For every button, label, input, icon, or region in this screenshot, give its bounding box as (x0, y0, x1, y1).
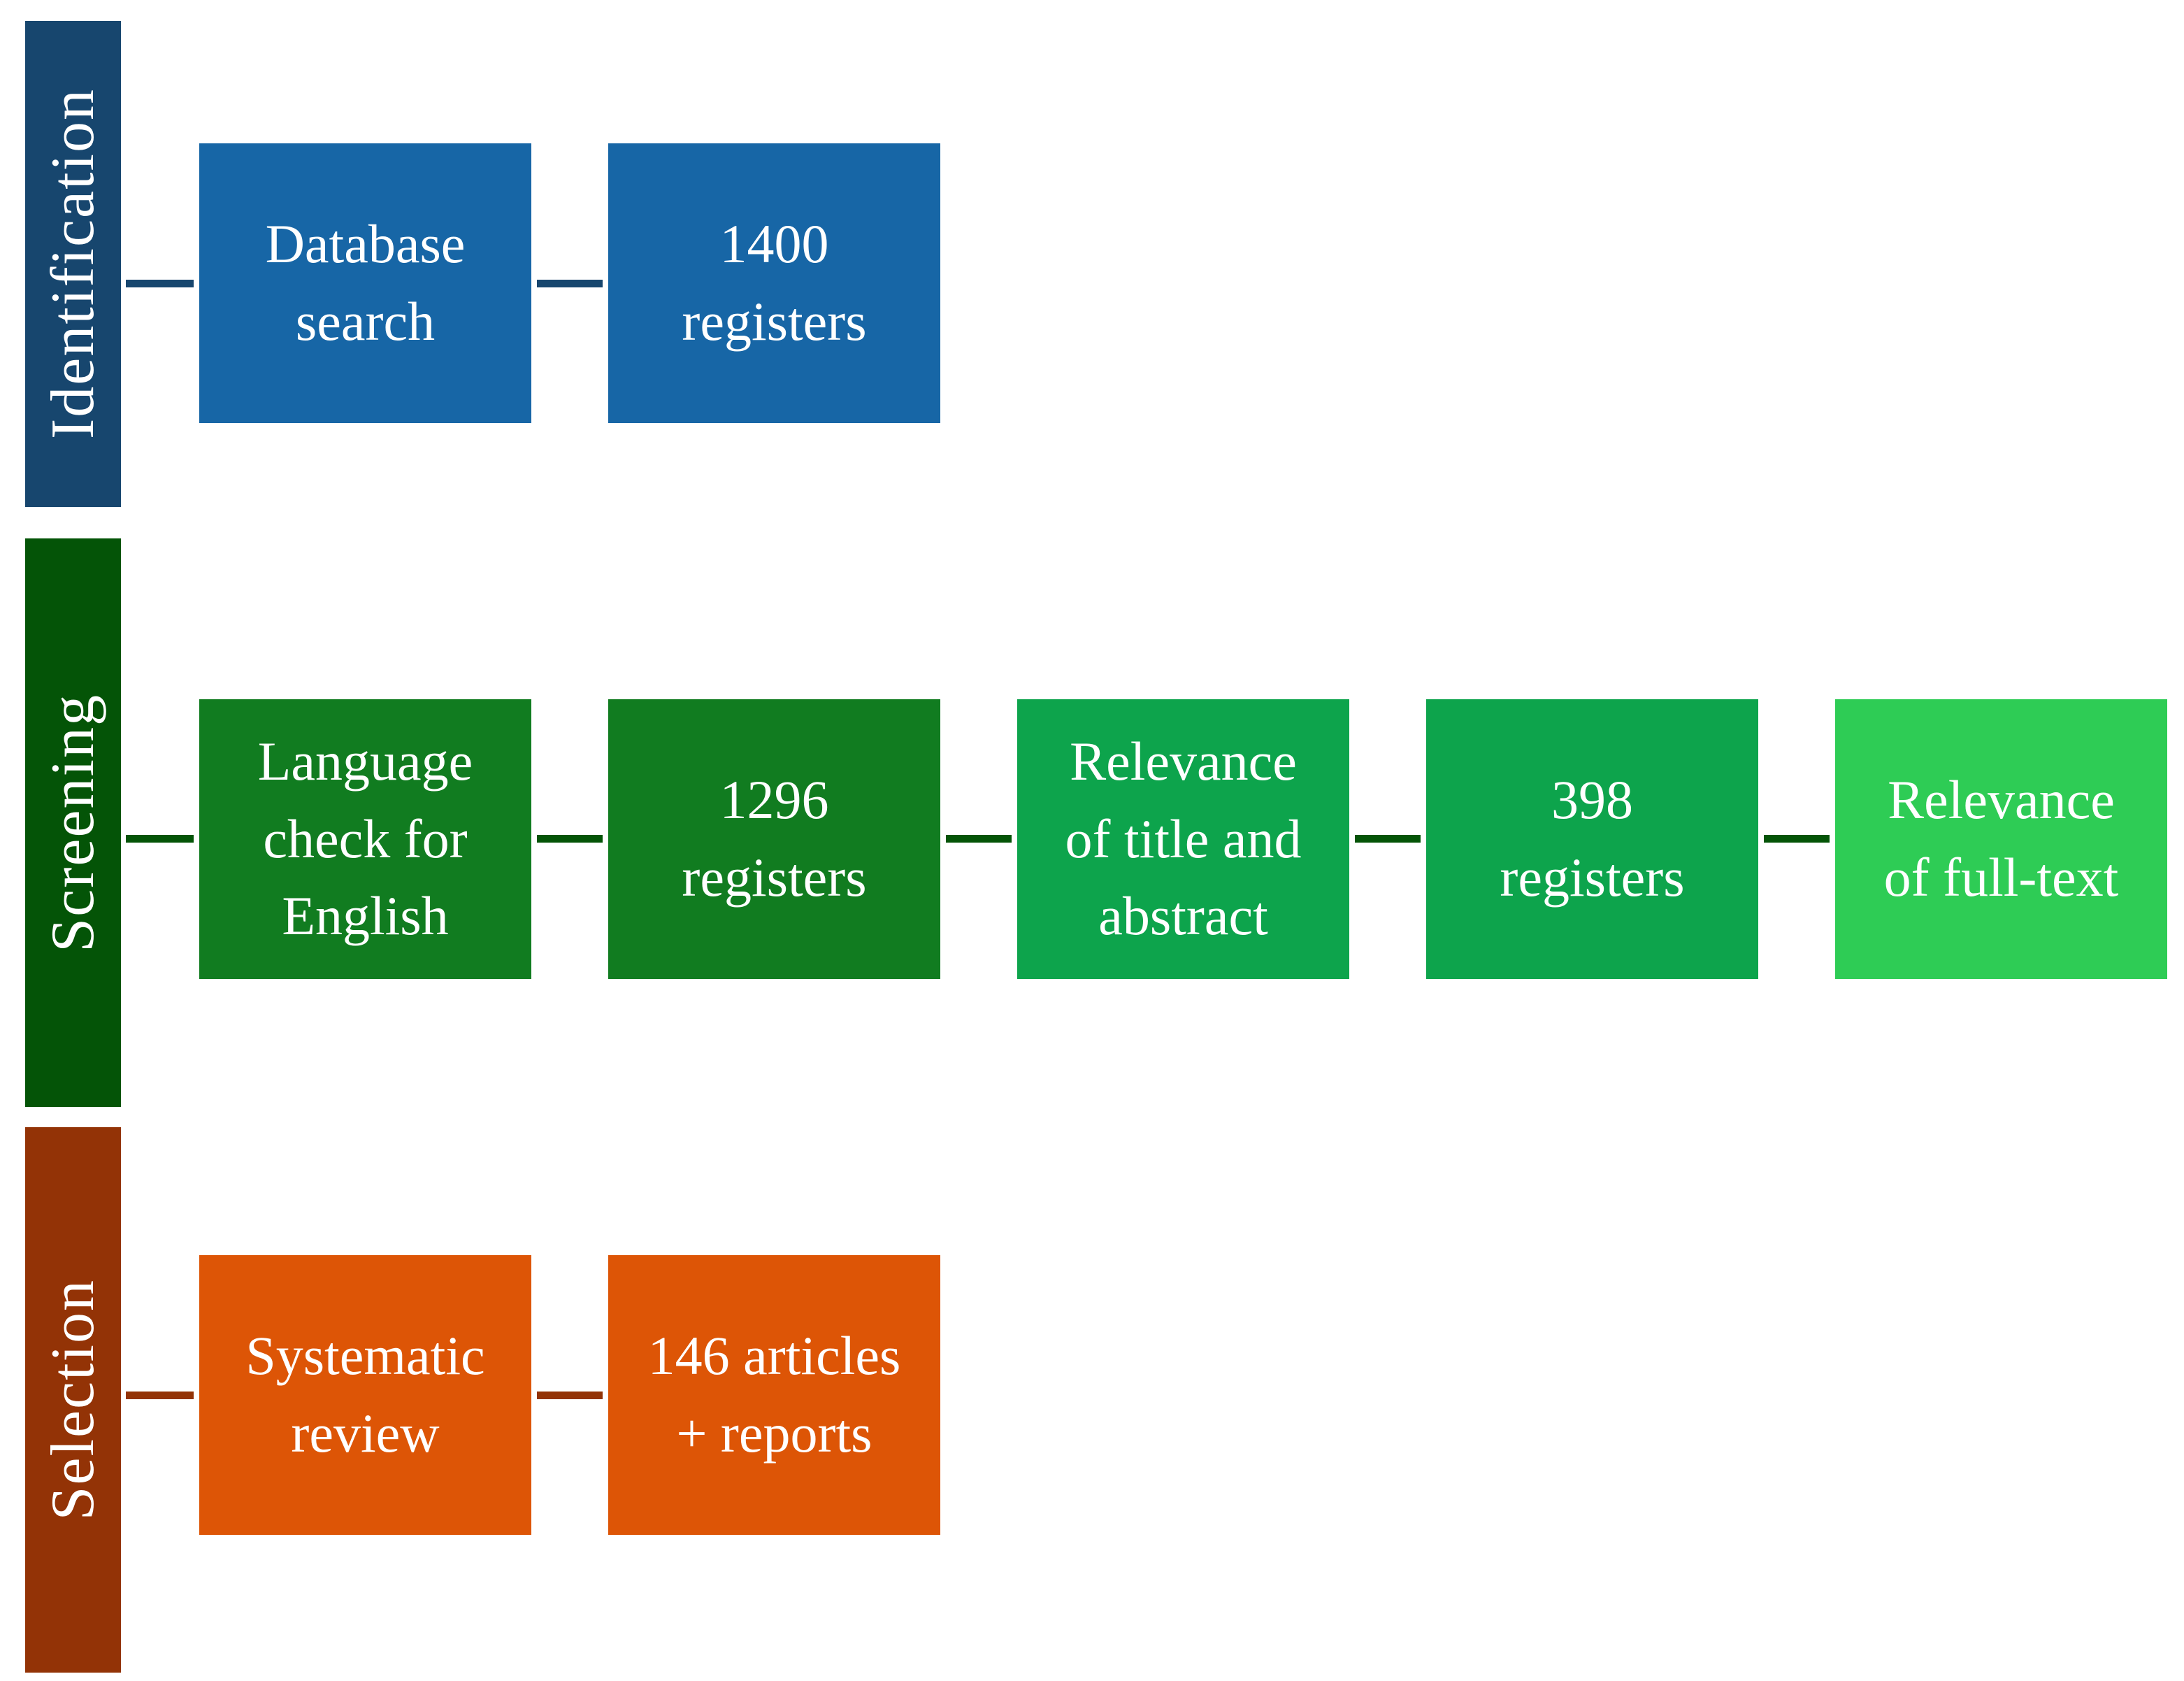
flow-box-1296-registers: 1296 registers (608, 699, 940, 979)
flow-box-systematic-review: Systematic review (199, 1255, 531, 1535)
connector (126, 835, 194, 843)
flow-box-language-check: Language check for English (199, 699, 531, 979)
flow-box-146-articles: 146 articles + reports (608, 1255, 940, 1535)
connector (126, 280, 194, 287)
flow-box-1400-registers: 1400 registers (608, 143, 940, 423)
connector (946, 835, 1012, 843)
identification-phase-bar: Identification (25, 21, 121, 507)
screening-phase-label: Screening (39, 693, 107, 952)
connector (1764, 835, 1830, 843)
screening-phase-bar: Screening (25, 538, 121, 1107)
connector (537, 280, 603, 287)
connector (537, 1392, 603, 1399)
flow-box-fulltext-relevance: Relevance of full-text (1835, 699, 2167, 979)
identification-phase-label: Identification (39, 88, 107, 440)
flow-box-398-registers: 398 registers (1426, 699, 1758, 979)
selection-phase-bar: Selection (25, 1127, 121, 1673)
connector (126, 1392, 194, 1399)
selection-phase-label: Selection (39, 1279, 107, 1521)
flow-box-title-abstract-relevance: Relevance of title and abstract (1017, 699, 1349, 979)
connector (1355, 835, 1421, 843)
flow-box-database-search: Database search (199, 143, 531, 423)
connector (537, 835, 603, 843)
